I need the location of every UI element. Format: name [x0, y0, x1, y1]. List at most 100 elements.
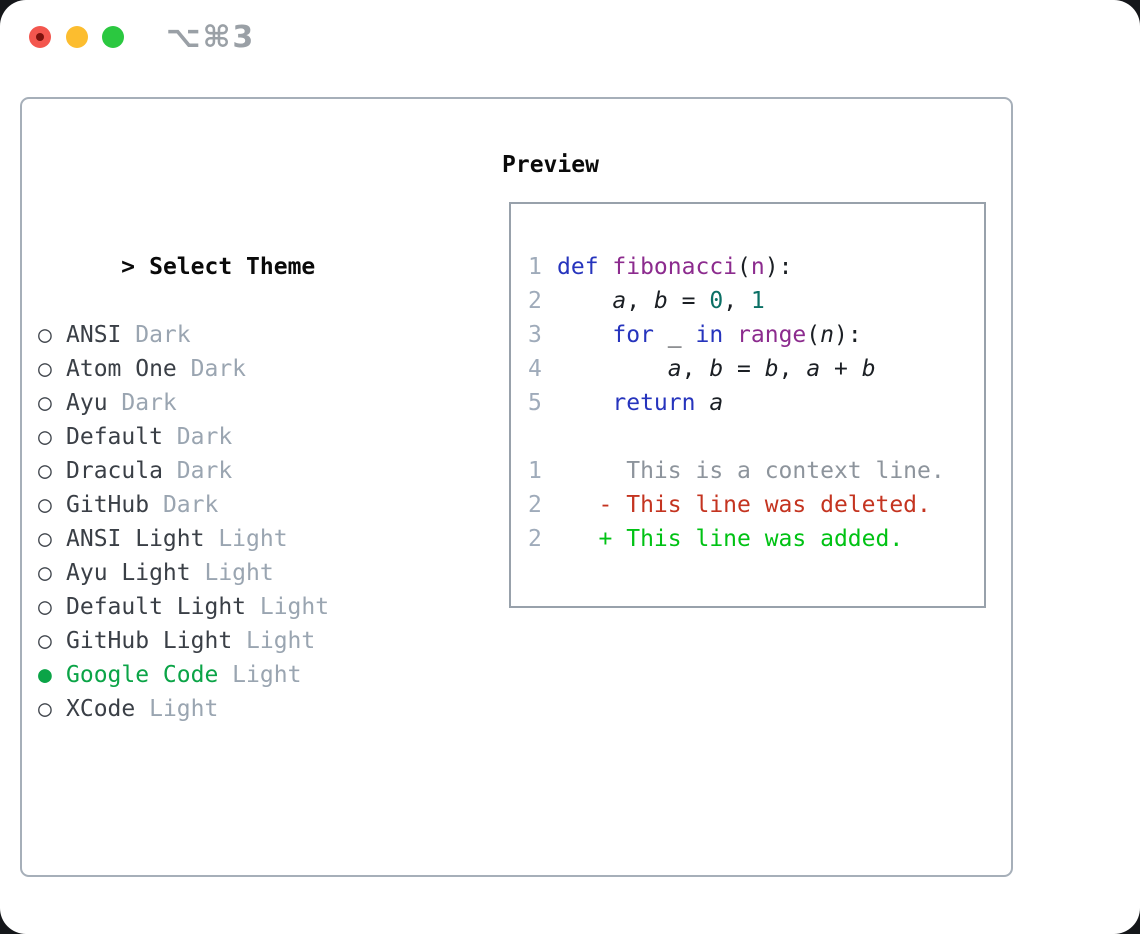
line-number: 3: [528, 322, 542, 348]
select-theme-header: > Select Theme: [38, 216, 426, 280]
theme-variant-label: Dark: [176, 356, 247, 382]
code-token: 1: [750, 288, 765, 314]
radio-unselected-icon: ○: [38, 424, 52, 450]
theme-option-ansi-light-light[interactable]: ○ANSI Light Light: [38, 522, 426, 556]
code-token: def: [557, 254, 613, 280]
code-token: ,: [723, 288, 751, 314]
radio-unselected-icon: ○: [38, 492, 52, 518]
theme-list: >Select Theme ○ANSI Dark○Atom One Dark○A…: [38, 148, 426, 934]
theme-variant-label: Dark: [149, 492, 219, 518]
theme-name: Ayu: [66, 390, 108, 416]
theme-option-ansi-dark[interactable]: ○ANSI Dark: [38, 318, 426, 352]
radio-unselected-icon: ○: [38, 356, 52, 382]
theme-option-default-light-light[interactable]: ○Default Light Light: [38, 590, 426, 624]
theme-variant-label: Light: [232, 628, 316, 654]
line-number: 2: [528, 526, 542, 552]
code-token: [557, 390, 612, 416]
theme-option-dracula-dark[interactable]: ○Dracula Dark: [38, 454, 426, 488]
code-token: n: [750, 254, 765, 280]
preview-line: 2 - This line was deleted.: [528, 488, 945, 522]
code-token: [557, 288, 612, 314]
code-token: a: [806, 356, 821, 382]
radio-unselected-icon: ○: [38, 696, 52, 722]
preview-line: 5 return a: [528, 386, 945, 420]
code-token: [723, 322, 737, 348]
theme-variant-label: Light: [135, 696, 219, 722]
line-number: 4: [528, 356, 542, 382]
theme-option-ayu-dark[interactable]: ○ Ayu Dark: [38, 386, 426, 420]
code-token: ,: [626, 288, 654, 314]
preview-line: 1 def fibonacci(n):: [528, 250, 945, 284]
code-token: b: [709, 356, 724, 382]
line-number: 2: [528, 288, 542, 314]
preview-line: 2 a, b = 0, 1: [528, 284, 945, 318]
focus-prompt-icon: >: [121, 254, 135, 280]
code-token: - This line was deleted.: [557, 492, 931, 518]
code-token: fibonacci: [612, 254, 738, 280]
preview-line: 1 This is a context line.: [528, 454, 945, 488]
theme-name: XCode: [66, 696, 136, 722]
theme-variant-label: Light: [246, 594, 330, 620]
code-token: ,: [681, 356, 710, 382]
code-token: (: [737, 254, 751, 280]
radio-unselected-icon: ○: [38, 322, 52, 348]
theme-option-github-light-light[interactable]: ○GitHub Light Light: [38, 624, 426, 658]
apply-to-indent: [121, 930, 149, 934]
theme-option-default-dark[interactable]: ○Default Dark: [38, 420, 426, 454]
select-theme-title: Select Theme: [149, 254, 316, 280]
theme-option-xcode-light[interactable]: ○ XCode Light: [38, 692, 426, 726]
spacer: [38, 794, 426, 828]
code-token: =: [723, 356, 765, 382]
code-token: b: [861, 356, 876, 382]
code-token: a: [612, 288, 627, 314]
minimize-button[interactable]: [66, 26, 88, 48]
preview-line: 3 for _ in range(n):: [528, 318, 945, 352]
preview-title: Preview: [502, 152, 599, 178]
radio-unselected-icon: ○: [38, 526, 52, 552]
code-token: (: [806, 322, 821, 348]
code-token: for: [612, 322, 654, 348]
apply-to-header: Apply To: [38, 896, 426, 930]
code-token: [557, 322, 612, 348]
theme-variant-label: Light: [218, 662, 302, 688]
window-shortcut-label: ⌥⌘3: [166, 20, 256, 55]
code-token: ,: [778, 356, 807, 382]
line-number: 1: [528, 458, 542, 484]
code-token: n: [820, 322, 835, 348]
theme-name: GitHub Light: [66, 628, 233, 654]
theme-option-github-dark[interactable]: ○GitHub Dark: [38, 488, 426, 522]
code-token: _: [653, 322, 696, 348]
theme-name: Dracula: [66, 458, 163, 484]
theme-option-google-code-light[interactable]: ●Google Code Light: [38, 658, 426, 692]
code-token: a: [667, 356, 682, 382]
theme-name: ANSI: [66, 322, 122, 348]
preview-line: 2 + This line was added.: [528, 522, 945, 556]
window-titlebar: ⌥⌘3: [0, 0, 1140, 76]
code-token: b: [653, 288, 668, 314]
line-number: 1: [528, 254, 542, 280]
zoom-button[interactable]: [102, 26, 124, 48]
radio-selected-icon: ●: [38, 662, 52, 688]
preview-line: [528, 420, 945, 454]
theme-variant-label: Light: [204, 526, 288, 552]
preview-line: 4 a, b = b, a + b: [528, 352, 945, 386]
theme-option-atom-one-dark[interactable]: ○ Atom One Dark: [38, 352, 426, 386]
code-token: [695, 390, 709, 416]
code-token: ):: [764, 254, 793, 280]
theme-variant-label: Dark: [162, 458, 233, 484]
code-token: 0: [709, 288, 724, 314]
theme-option-ayu-light-light[interactable]: ○Ayu Light Light: [38, 556, 426, 590]
line-number: 2: [528, 492, 542, 518]
close-button[interactable]: [29, 26, 51, 48]
radio-unselected-icon: ○: [38, 390, 52, 416]
code-token: =: [667, 288, 710, 314]
code-token: This is a context line.: [557, 458, 945, 484]
code-token: return: [612, 390, 696, 416]
line-number: 5: [528, 390, 542, 416]
code-token: [557, 356, 668, 382]
theme-name: Ayu Light: [66, 560, 191, 586]
theme-name: Atom One: [66, 356, 177, 382]
theme-variant-label: Dark: [107, 390, 177, 416]
